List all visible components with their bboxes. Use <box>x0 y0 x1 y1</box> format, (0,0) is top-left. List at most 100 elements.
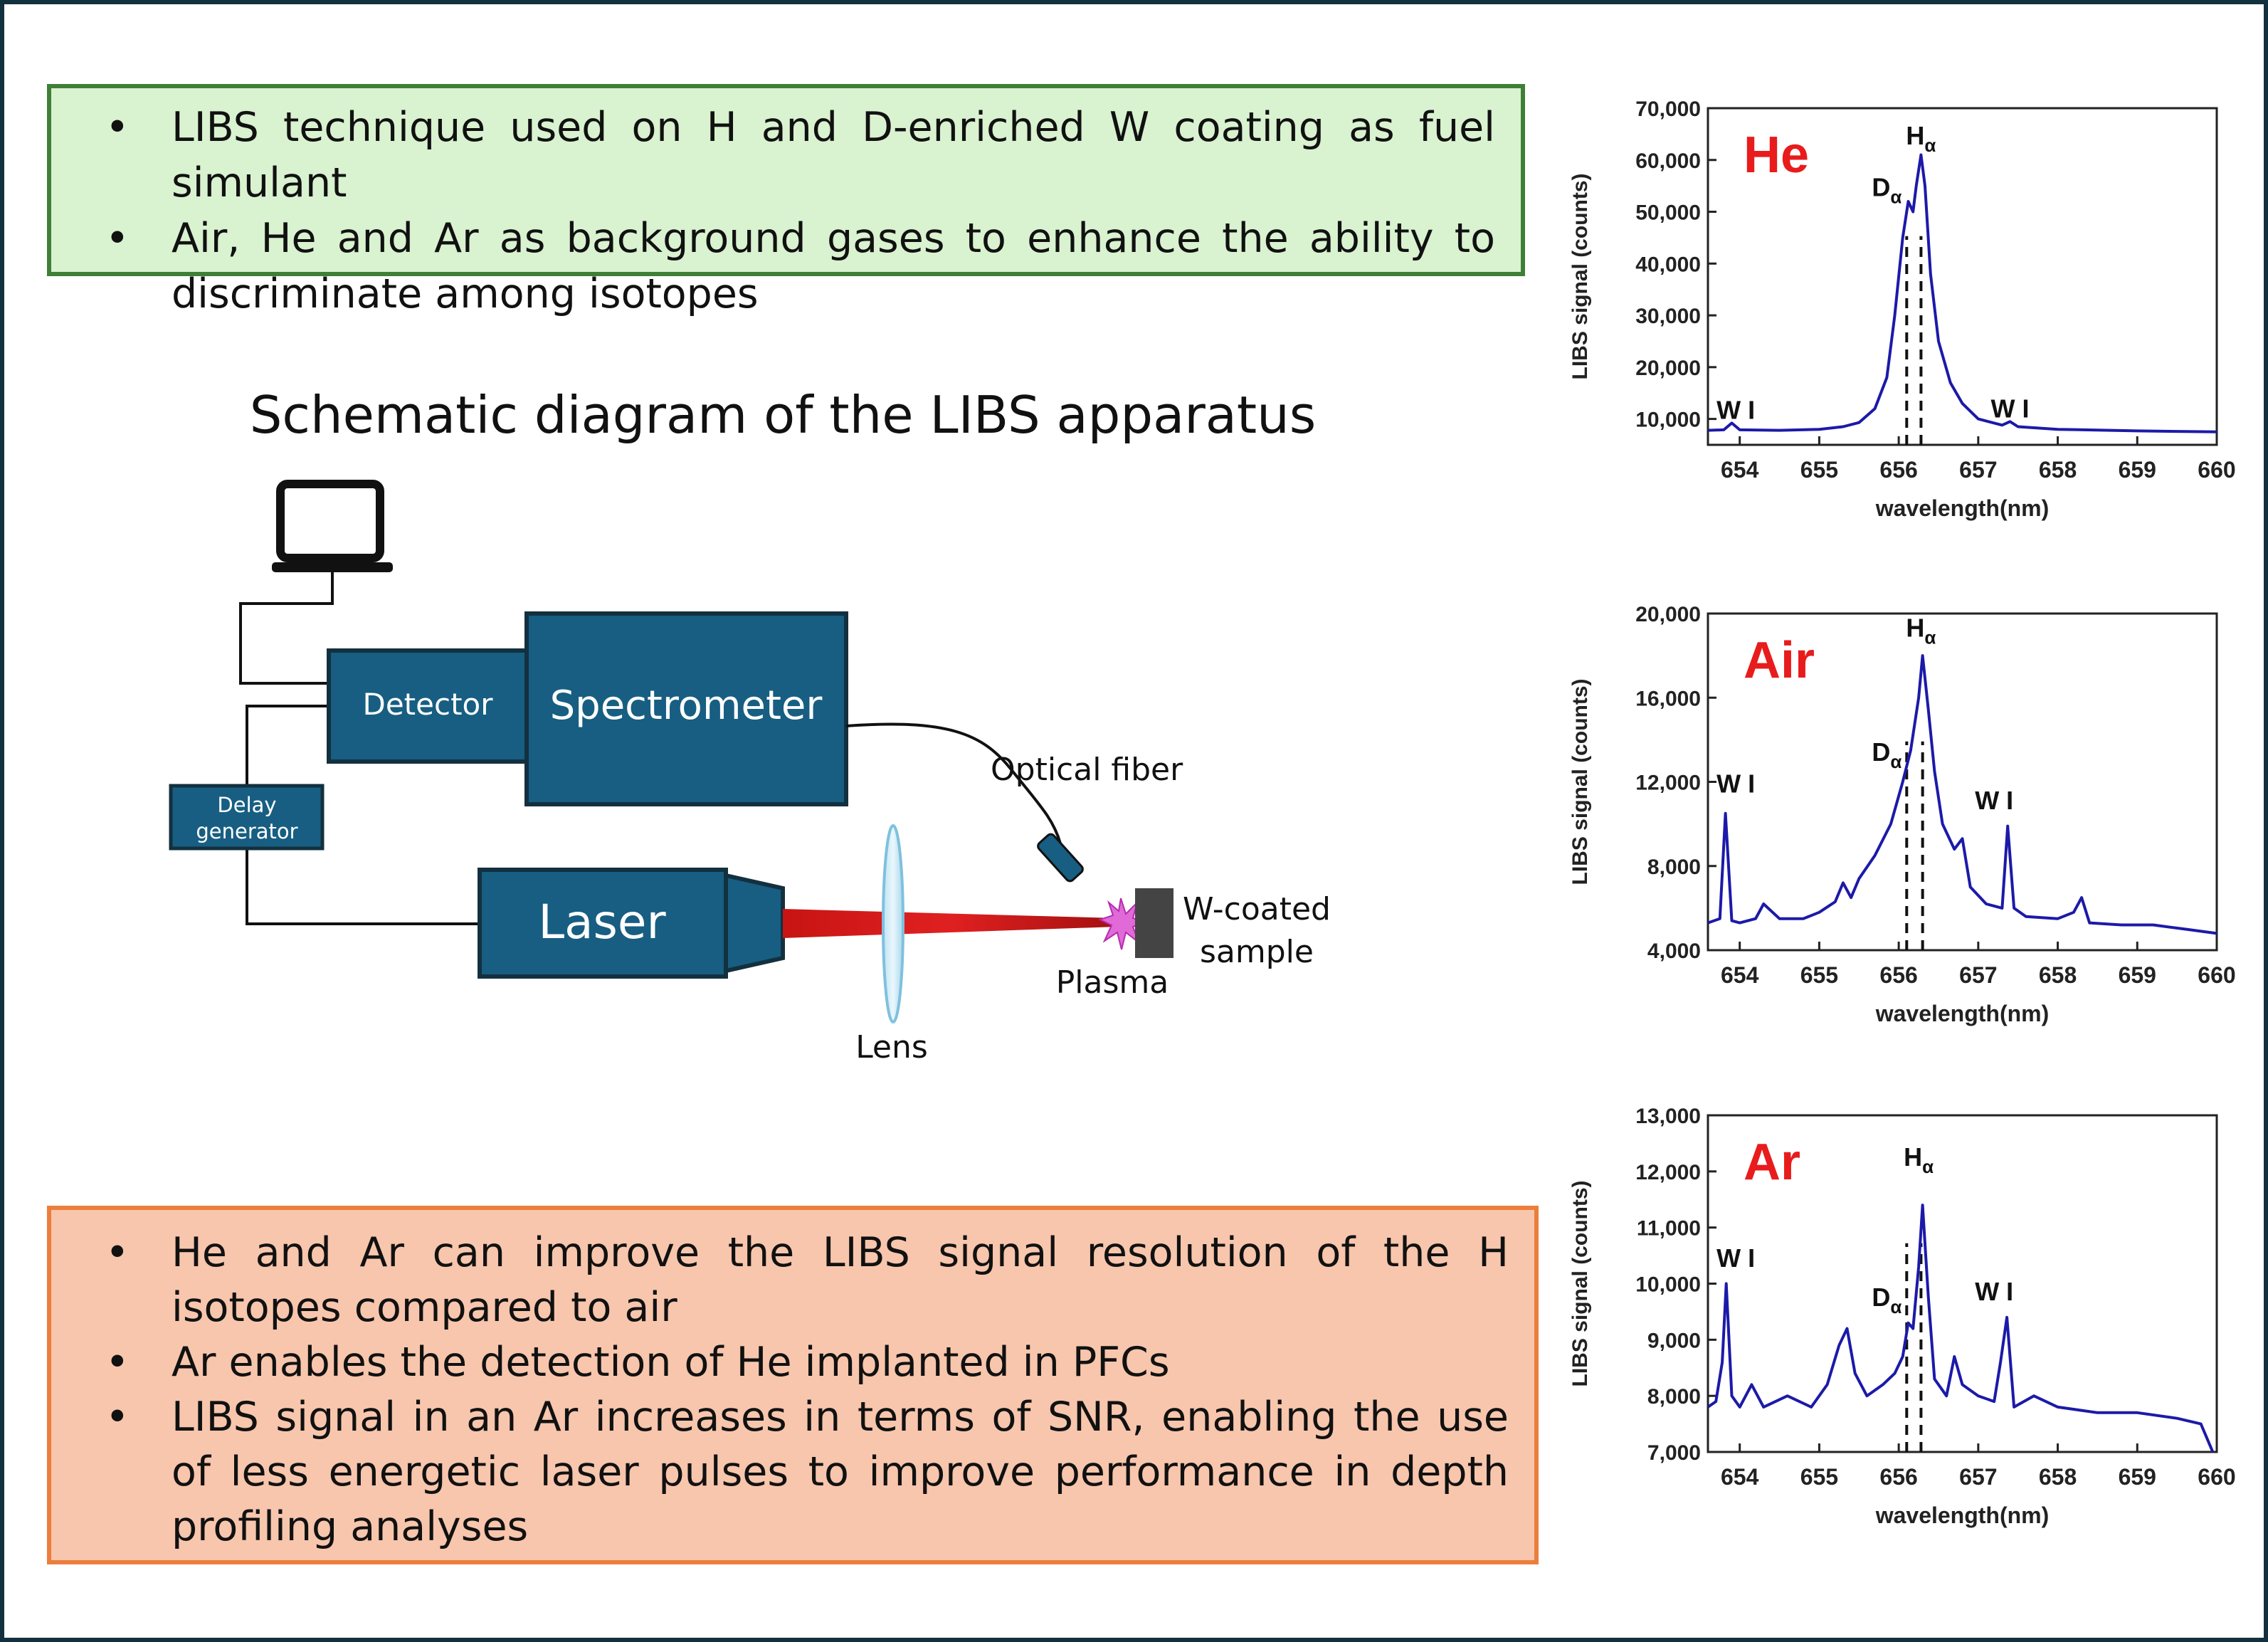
peak-annotation: W I <box>1991 394 2030 423</box>
y-tick-label: 13,000 <box>1635 1105 1701 1128</box>
plot-frame <box>1707 1114 2218 1453</box>
summary-text: Air, He and Ar as background gases to en… <box>172 215 1495 317</box>
spectrum-line <box>1707 1204 2215 1453</box>
x-axis-label: wavelength(nm) <box>1875 1502 2050 1528</box>
bottom-findings-box: • He and Ar can improve the LIBS signal r… <box>47 1206 1539 1564</box>
gas-label: Air <box>1744 632 1815 689</box>
x-tick-label: 657 <box>1959 457 1997 483</box>
y-tick-label: 8,000 <box>1647 1385 1701 1409</box>
delay-generator-label-2: generator <box>196 819 297 843</box>
x-tick-label: 660 <box>2198 457 2235 483</box>
x-tick-label: 659 <box>2119 457 2156 483</box>
diagram-title: Schematic diagram of the LIBS apparatus <box>250 385 1317 445</box>
y-tick-label: 60,000 <box>1635 149 1701 173</box>
finding-bullet: •Ar enables the detection of He implante… <box>77 1335 1509 1390</box>
spectrometer-label: Spectrometer <box>550 683 823 729</box>
y-tick-label: 10,000 <box>1635 409 1701 432</box>
finding-bullet: • He and Ar can improve the LIBS signal r… <box>77 1226 1509 1335</box>
x-tick-label: 655 <box>1800 962 1838 988</box>
delay-generator-box <box>169 784 325 851</box>
peak-annotation: Dα <box>1872 1283 1902 1317</box>
optical-fiber-label: Optical fiber <box>991 752 1183 788</box>
finding-text: He and Ar can improve the LIBS signal re… <box>172 1229 1509 1331</box>
peak-annotation: Dα <box>1872 173 1902 208</box>
delay-generator-label-1: Delay <box>217 793 276 817</box>
x-tick-label: 658 <box>2039 457 2077 483</box>
signal-cables <box>239 572 480 925</box>
peak-annotation: W I <box>1975 1277 2013 1306</box>
laser-nozzle <box>724 873 785 974</box>
y-tick-label: 12,000 <box>1635 1161 1701 1184</box>
lens-label: Lens <box>855 1029 928 1065</box>
peak-annotation: W I <box>1716 396 1755 425</box>
optical-fiber-cable <box>845 722 1062 844</box>
peak-annotation: Hα <box>1906 614 1936 648</box>
w-coated-sample <box>1135 888 1173 958</box>
plasma-spark-icon <box>1098 898 1149 950</box>
he-spectrum-chart: 654 655 656 657 658 659 660 10,000 20,000 30,000 4… <box>1568 98 2236 521</box>
x-tick-label: 655 <box>1800 457 1838 483</box>
y-tick-label: 9,000 <box>1647 1329 1701 1352</box>
libs-apparatus-diagram: Schematic diagram of the LIBS apparatus … <box>169 385 1331 1065</box>
x-tick-label: 657 <box>1959 1464 1997 1490</box>
y-tick-label: 20,000 <box>1635 357 1701 380</box>
lens <box>882 824 904 1023</box>
y-tick-label: 4,000 <box>1647 940 1701 963</box>
y-tick-label: 16,000 <box>1635 687 1701 710</box>
y-tick-label: 30,000 <box>1635 305 1701 328</box>
x-tick-label: 654 <box>1721 457 1759 483</box>
laptop-icon <box>272 480 393 572</box>
plot-frame <box>1707 107 2218 446</box>
x-tick-label: 657 <box>1959 962 1997 988</box>
bullet-dot: • <box>105 1394 130 1441</box>
peak-annotation: Dα <box>1872 737 1902 772</box>
sample-label-1: W-coated <box>1183 891 1331 927</box>
peak-annotation: Hα <box>1904 1142 1934 1177</box>
y-tick-label: 70,000 <box>1635 98 1701 121</box>
laser-label: Laser <box>538 895 666 949</box>
y-tick-label: 11,000 <box>1637 1217 1701 1241</box>
peak-annotation: W I <box>1716 1243 1755 1273</box>
spectrum-line <box>1707 153 2217 433</box>
gas-label: He <box>1744 127 1809 184</box>
y-tick-label: 12,000 <box>1635 772 1701 795</box>
y-tick-label: 40,000 <box>1635 253 1701 276</box>
y-axis-label: LIBS signal (counts) <box>1568 173 1592 379</box>
laser-beam <box>783 909 1117 938</box>
spectrometer-box <box>524 611 848 806</box>
x-tick-label: 659 <box>2119 1464 2156 1490</box>
y-axis-label: LIBS signal (counts) <box>1568 1180 1592 1386</box>
sample-label-2: sample <box>1200 934 1314 970</box>
x-axis-label: wavelength(nm) <box>1875 495 2050 521</box>
finding-text: LIBS signal in an Ar increases in terms … <box>172 1394 1509 1550</box>
x-tick-label: 658 <box>2039 962 2077 988</box>
finding-bullet: • LIBS signal in an Ar increases in terms… <box>77 1390 1509 1554</box>
x-tick-label: 656 <box>1879 1464 1917 1490</box>
x-axis-label: wavelength(nm) <box>1875 1001 2050 1026</box>
y-tick-label: 20,000 <box>1635 603 1701 626</box>
x-tick-label: 654 <box>1721 1464 1759 1490</box>
plasma-label: Plasma <box>1056 964 1169 1001</box>
x-tick-label: 660 <box>2198 1464 2235 1490</box>
gas-label: Ar <box>1744 1134 1800 1191</box>
summary-bullet: •LIBS technique used on H and D-enriched… <box>77 100 1495 211</box>
bullet-dot: • <box>105 1229 130 1276</box>
bullet-dot: • <box>105 104 130 151</box>
y-tick-label: 7,000 <box>1647 1441 1701 1465</box>
y-tick-label: 10,000 <box>1635 1273 1701 1297</box>
x-tick-label: 659 <box>2119 962 2156 988</box>
plot-frame <box>1707 612 2218 952</box>
y-axis-label: LIBS signal (counts) <box>1568 678 1592 885</box>
x-tick-label: 656 <box>1879 457 1917 483</box>
detector-label: Detector <box>362 687 493 722</box>
y-tick-label: 50,000 <box>1635 201 1701 225</box>
peak-annotation: W I <box>1716 769 1755 798</box>
summary-bullet: •Air, He and Ar as background gases to e… <box>77 211 1495 322</box>
bullet-dot: • <box>105 1339 130 1386</box>
x-tick-label: 660 <box>2198 962 2235 988</box>
fiber-probe <box>1037 833 1084 883</box>
x-tick-label: 654 <box>1721 962 1759 988</box>
x-tick-label: 655 <box>1800 1464 1838 1490</box>
